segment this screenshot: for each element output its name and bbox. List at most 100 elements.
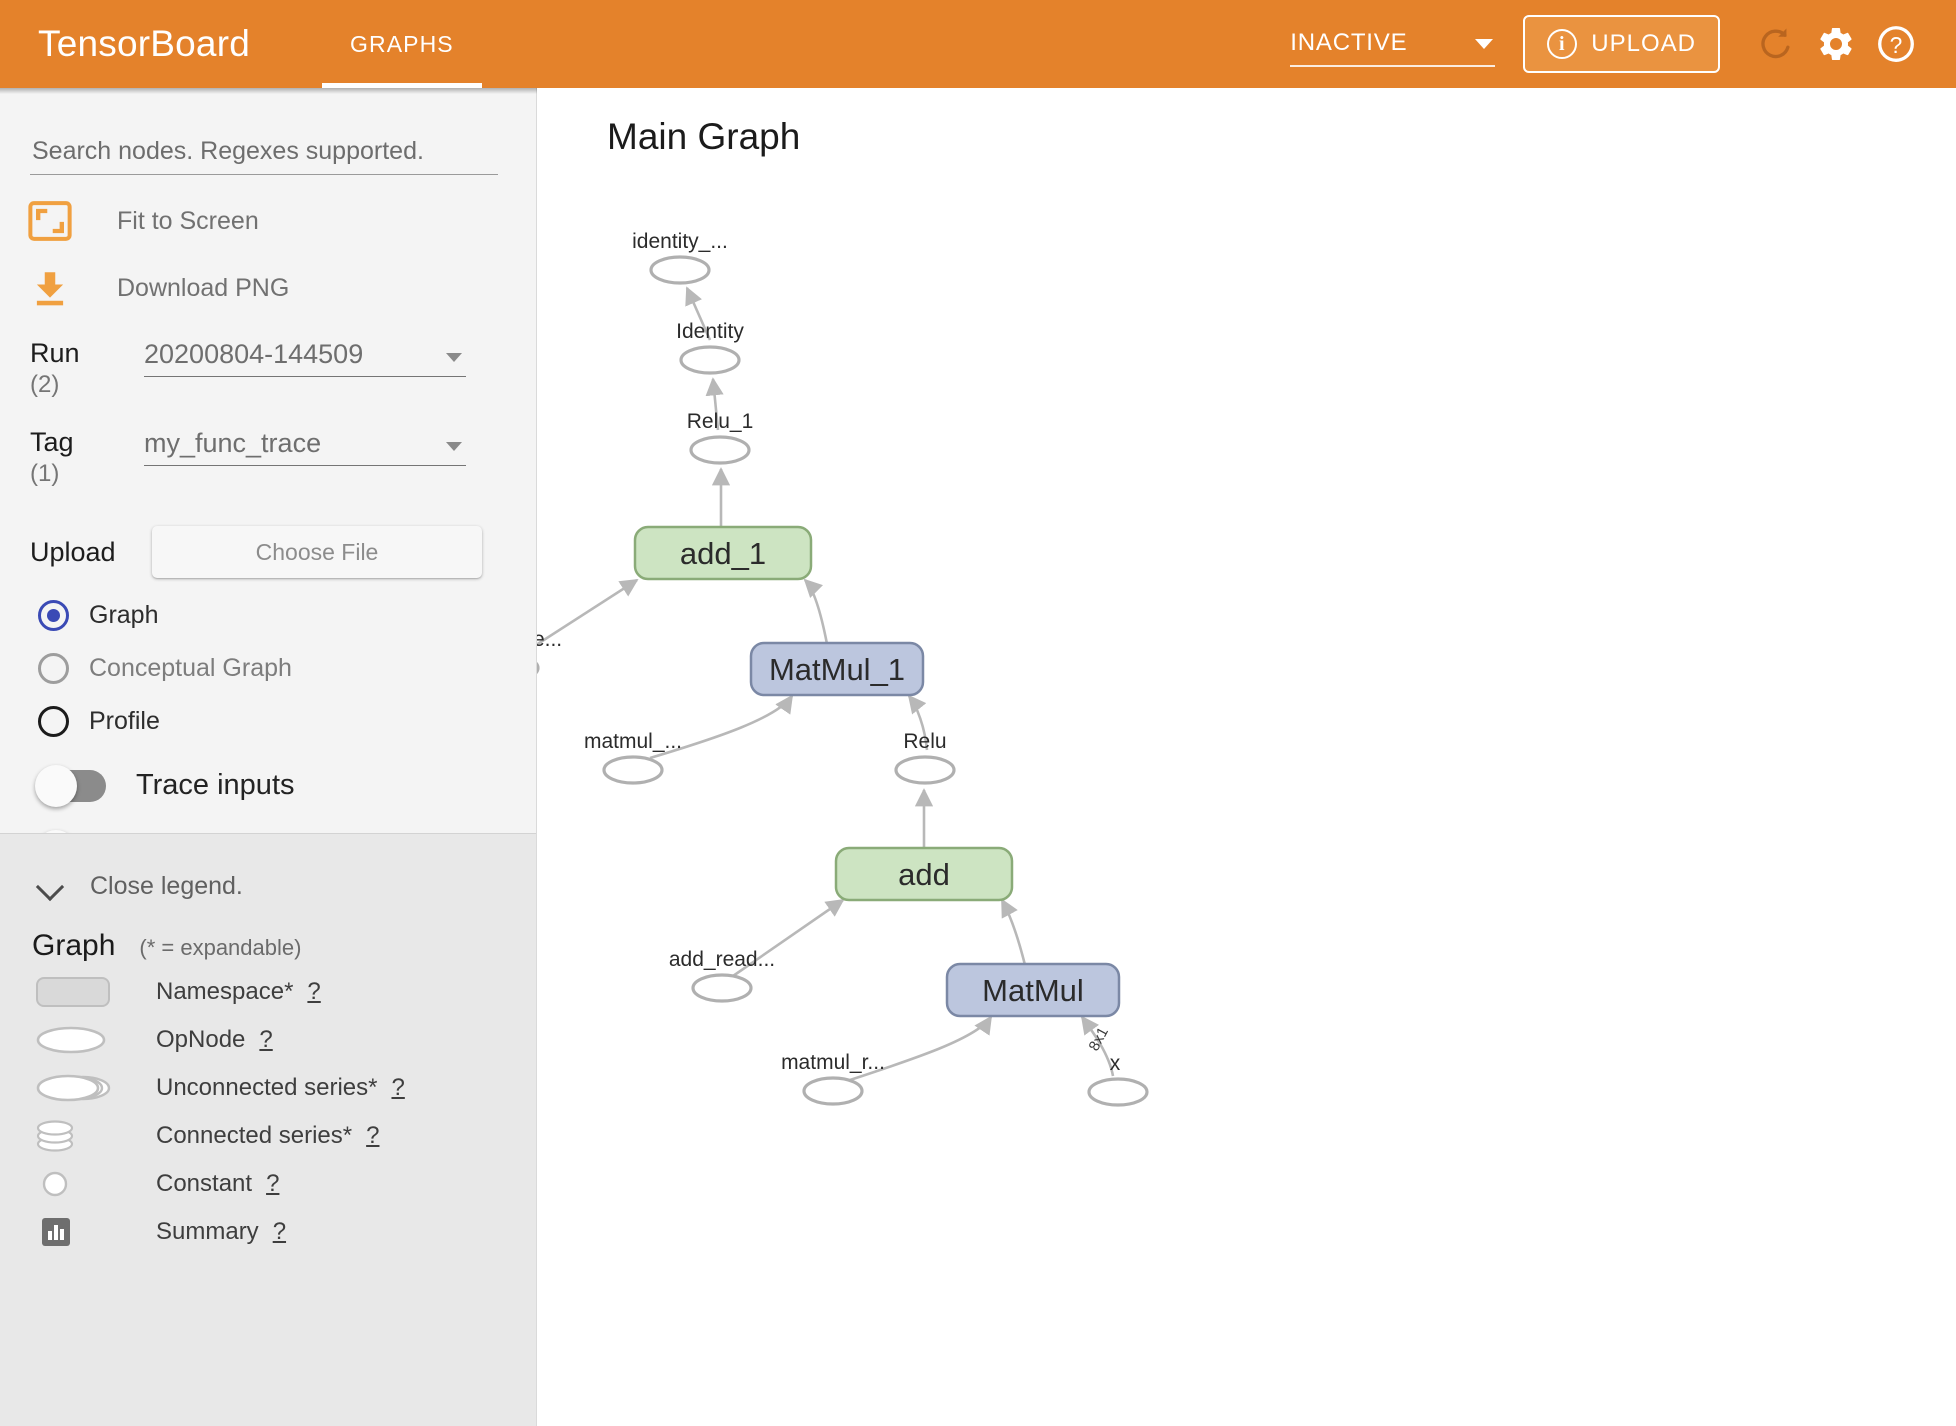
close-legend-button[interactable]: Close legend. — [38, 872, 536, 901]
legend-item-summary: Summary ? — [32, 1213, 536, 1251]
tag-dropdown[interactable]: my_func_trace — [144, 428, 466, 466]
run-value: 20200804-144509 — [144, 339, 364, 369]
edge-x-to-matmul — [1080, 1015, 1115, 1077]
tag-label: Tag — [30, 426, 74, 457]
legend-panel: Close legend. Graph (* = expandable) Nam… — [0, 833, 536, 1426]
node-label: x — [1110, 1052, 1121, 1075]
help-circle-icon[interactable]: ? — [1866, 14, 1926, 74]
graph-svg[interactable]: 8x1 identity_... Identity Relu_1 — [537, 88, 1956, 1426]
refresh-icon[interactable] — [1746, 14, 1806, 74]
nav-tabs: GRAPHS — [322, 0, 482, 88]
legend-item-label: Namespace* — [156, 978, 294, 1005]
graph-nodes: identity_... Identity Relu_1 add_1 — [537, 230, 1149, 1107]
download-png-label: Download PNG — [117, 273, 290, 302]
radio-profile[interactable]: Profile — [38, 706, 536, 738]
legend-subtitle: (* = expandable) — [139, 935, 302, 960]
node-identity[interactable]: Identity — [676, 320, 744, 375]
legend-item-label: Connected series* — [156, 1122, 353, 1149]
run-label: Run — [30, 338, 80, 368]
run-status-value: INACTIVE — [1290, 29, 1408, 56]
download-png-button[interactable]: Download PNG — [28, 267, 536, 309]
graph-canvas[interactable]: Main Graph 8x1 — [537, 88, 1956, 1426]
node-matmul-1[interactable]: MatMul_1 — [749, 641, 925, 697]
node-add-1-read[interactable]: add_1_re... — [537, 628, 562, 681]
node-add-1[interactable]: add_1 — [633, 525, 813, 581]
toggle-trace-inputs-switch[interactable] — [35, 764, 106, 807]
node-label: add — [898, 857, 950, 892]
choose-file-button[interactable]: Choose File — [152, 526, 482, 579]
download-icon — [28, 267, 88, 309]
node-matmul-read[interactable]: matmul_r... — [781, 1051, 885, 1106]
search-field[interactable] — [30, 136, 498, 175]
radio-profile-label: Profile — [89, 707, 160, 736]
upload-row: Upload Choose File — [30, 526, 536, 579]
legend-help-icon[interactable]: ? — [391, 1074, 405, 1101]
run-status-select[interactable]: INACTIVE — [1290, 21, 1496, 67]
edge-relu-to-matmul1 — [907, 694, 929, 751]
legend-title: Graph — [32, 929, 116, 962]
run-count: (2) — [30, 371, 60, 399]
chevron-down-icon — [446, 353, 462, 362]
legend-help-icon[interactable]: ? — [307, 978, 321, 1005]
edge-add1read-to-add1 — [537, 578, 639, 646]
radio-conceptual-graph-label: Conceptual Graph — [89, 654, 292, 683]
radio-graph-label: Graph — [89, 601, 159, 630]
legend-item-label: Unconnected series* — [156, 1074, 378, 1101]
toggle-knob — [35, 764, 77, 807]
legend-help-icon[interactable]: ? — [266, 1170, 280, 1197]
upload-label: Upload — [30, 536, 116, 567]
node-x[interactable]: x — [1087, 1052, 1149, 1107]
node-label: MatMul_1 — [769, 652, 905, 687]
node-label: add_1 — [680, 536, 766, 571]
node-label: matmul_... — [584, 730, 682, 753]
legend-item-connected-series: Connected series* ? — [32, 1117, 536, 1155]
node-matmul-1-read[interactable]: matmul_... — [584, 730, 682, 785]
unconnected-series-swatch-icon — [32, 1071, 142, 1105]
edge-identity-to-identity1 — [685, 286, 712, 341]
gear-icon[interactable] — [1806, 14, 1866, 74]
legend-help-icon[interactable]: ? — [259, 1026, 273, 1053]
node-label: Identity — [676, 320, 744, 343]
toggle-trace-inputs[interactable]: Trace inputs — [35, 764, 536, 807]
radio-graph-indicator — [38, 600, 69, 632]
node-label: Relu_1 — [687, 410, 754, 433]
legend-item-label: Summary — [156, 1218, 259, 1245]
node-label: add_read... — [669, 948, 775, 971]
node-relu-1[interactable]: Relu_1 — [687, 410, 754, 465]
top-app-bar: TensorBoard GRAPHS INACTIVE i UPLOAD — [0, 0, 1956, 88]
legend-title-row: Graph (* = expandable) — [32, 929, 536, 963]
legend-item-label: Constant — [156, 1170, 253, 1197]
page-title: Main Graph — [607, 116, 801, 157]
namespace-swatch-icon — [32, 975, 142, 1009]
fit-to-screen-button[interactable]: Fit to Screen — [28, 201, 536, 241]
node-add[interactable]: add — [834, 846, 1014, 902]
node-label: Relu — [903, 730, 946, 753]
legend-help-icon[interactable]: ? — [366, 1122, 380, 1149]
node-label: identity_... — [632, 230, 728, 253]
legend-help-icon[interactable]: ? — [272, 1218, 287, 1245]
node-label: add_1_re... — [537, 628, 562, 651]
node-matmul[interactable]: MatMul — [945, 962, 1121, 1018]
chevron-down-icon — [38, 874, 64, 900]
search-input[interactable] — [30, 136, 498, 167]
upload-button[interactable]: i UPLOAD — [1523, 15, 1720, 73]
run-selector-row: Run (2) 20200804-144509 — [30, 339, 536, 398]
upload-button-label: UPLOAD — [1591, 30, 1696, 57]
radio-conceptual-graph[interactable]: Conceptual Graph — [38, 653, 536, 685]
tag-label-group: Tag (1) — [30, 426, 122, 486]
node-relu[interactable]: Relu — [894, 730, 956, 785]
fit-to-screen-icon — [28, 201, 88, 241]
radio-graph[interactable]: Graph — [38, 600, 536, 632]
node-label: MatMul — [982, 973, 1084, 1008]
run-dropdown[interactable]: 20200804-144509 — [144, 339, 466, 377]
tab-graphs[interactable]: GRAPHS — [322, 0, 482, 88]
edge-relu1-to-identity — [705, 377, 724, 431]
top-bar-actions: INACTIVE i UPLOAD — [1290, 14, 1956, 74]
node-add-read[interactable]: add_read... — [669, 948, 775, 1003]
info-circle-icon: i — [1547, 29, 1578, 59]
opnode-swatch-icon — [32, 1023, 142, 1057]
close-legend-label: Close legend. — [90, 872, 243, 900]
node-identity-1[interactable]: identity_... — [632, 230, 728, 285]
tag-selector-row: Tag (1) my_func_trace — [30, 426, 536, 486]
